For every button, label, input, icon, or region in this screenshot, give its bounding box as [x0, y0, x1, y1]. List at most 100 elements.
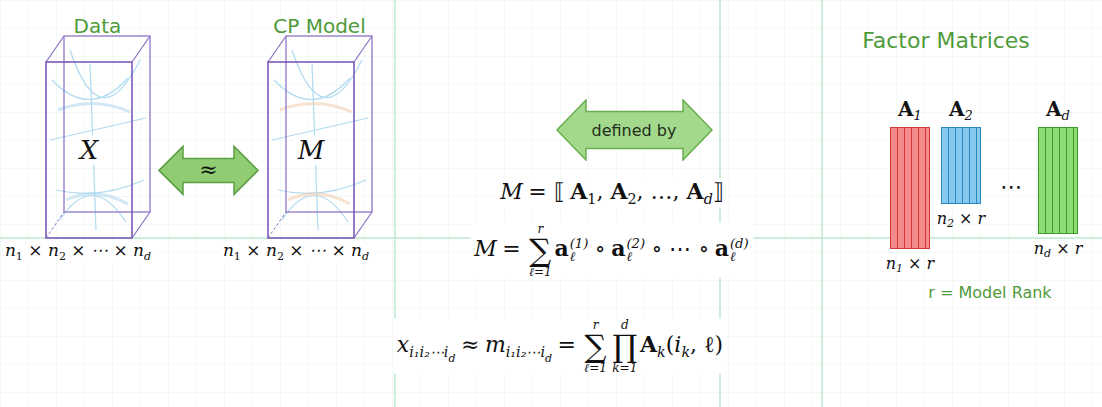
superscript: (1) [570, 236, 589, 250]
math-term: a [611, 235, 625, 261]
subscript: 1 [234, 250, 241, 263]
size-index: 1 [896, 262, 903, 275]
data-cube [46, 36, 150, 238]
upper-limit: d [621, 319, 629, 331]
subscript: d [704, 191, 713, 207]
script-stack: (1)ℓ [570, 236, 589, 264]
subscript: d [144, 250, 151, 263]
subscript: k [681, 344, 690, 360]
matrix-name: A [949, 97, 965, 121]
math-term: M [500, 179, 523, 204]
matrix-heading: A1 [898, 98, 922, 123]
math-term: ∘ [595, 236, 606, 261]
operator-symbol: ∏ [613, 331, 638, 362]
block-arrow-outline [557, 100, 712, 160]
matrix-name: A [1046, 97, 1062, 121]
lower-limit: k=1 [612, 361, 637, 373]
matrix-name: A [898, 97, 914, 121]
math-term: ≈ [461, 332, 479, 357]
math-term: n [5, 240, 16, 260]
math-term: A [687, 178, 704, 204]
matrix-index: 2 [965, 108, 973, 123]
math-term: A [610, 178, 627, 204]
math-term: ⟧ [713, 179, 724, 204]
matrix-size: n1 × r [886, 254, 935, 275]
arrow-text: defined by [592, 121, 677, 140]
factor-matrix: A2n2 × r [937, 98, 986, 230]
math-term: × n [241, 240, 277, 260]
factor-matrix: A1n1 × r [886, 98, 935, 275]
subscript: i₁i₂⋯i [409, 344, 448, 360]
subscript: 2 [627, 191, 636, 207]
block-arrow: defined by [556, 99, 713, 161]
math-term: n [223, 240, 234, 260]
math-term: a [715, 235, 729, 261]
tensor-symbol: M [294, 135, 329, 165]
big-operator: r∑ℓ=1 [529, 223, 552, 278]
subscript: k [657, 344, 666, 360]
math-term: ∘ ⋯ ∘ [652, 236, 710, 261]
size-term: × r [1051, 239, 1082, 258]
matrix-size: nd × r [1034, 239, 1083, 260]
subscript: 1 [587, 191, 596, 207]
script-stack: (d)ℓ [730, 236, 749, 264]
math-term: = [558, 332, 576, 357]
matrix-columns [941, 127, 981, 204]
subscript: 1 [16, 250, 23, 263]
math-term: , [596, 179, 610, 204]
math-term: = ⟦ [528, 179, 564, 204]
math-expression: n1 × n2 × ⋯ × nd [219, 240, 373, 263]
math-expression: xi₁i₂⋯id≈mi₁i₂⋯id=r∑ℓ=1d∏k=1Ak(ik, ℓ) [393, 319, 727, 374]
upper-limit: r [537, 223, 543, 235]
math-term: ( [666, 332, 675, 357]
math-term: M [474, 236, 497, 261]
size-term: n [886, 254, 896, 273]
subscript: d [362, 250, 369, 263]
matrix-index: 1 [914, 108, 922, 123]
subscript: d [448, 352, 455, 365]
tensor-symbol: X [76, 135, 103, 165]
math-term: , ℓ) [690, 332, 723, 357]
math-term: × ⋯ × n [284, 240, 362, 260]
section-title: Factor Matrices [862, 28, 1030, 53]
size-index: 2 [947, 217, 954, 230]
subscript: 2 [277, 250, 284, 263]
tensor-cube: DataX [40, 8, 155, 240]
matrix-heading: Ad [1046, 98, 1070, 123]
edge-label: ≈ [199, 159, 217, 181]
matrix-heading: A2 [949, 98, 973, 123]
node-heading: Data [20, 14, 175, 38]
subscript: i₁i₂⋯i [506, 344, 545, 360]
operator-symbol: ∑ [529, 235, 551, 266]
subscript: d [545, 352, 552, 365]
size-term: × r [954, 209, 985, 228]
upper-limit: r [593, 319, 599, 331]
math-term: × n [23, 240, 59, 260]
tensor-cube: CP ModelM [262, 8, 377, 240]
matrix-columns [890, 127, 930, 249]
lower-limit: ℓ=1 [584, 361, 607, 373]
math-expression: M= ⟦A1, A2, …, Ad⟧ [496, 178, 728, 208]
math-term: a [554, 235, 568, 261]
math-term: = [502, 236, 520, 261]
superscript: (d) [730, 236, 749, 250]
matrix-columns [1038, 127, 1078, 234]
math-term: m [485, 332, 506, 357]
math-expression: n1 × n2 × ⋯ × nd [1, 240, 155, 263]
math-expression: M=r∑ℓ=1a(1)ℓ∘a(2)ℓ∘ ⋯ ∘a(d)ℓ [470, 223, 753, 278]
note-text: r = Model Rank [928, 283, 1051, 302]
superscript: (2) [626, 236, 645, 250]
lower-limit: ℓ=1 [529, 265, 552, 277]
math-term: x [397, 332, 409, 357]
big-operator: r∑ℓ=1 [584, 319, 607, 374]
factor-matrix: Ad nd × r [1034, 98, 1083, 260]
node-heading: CP Model [242, 14, 397, 38]
approx-arrow [159, 146, 258, 194]
size-term: n [1034, 239, 1044, 258]
script-stack: (2)ℓ [626, 236, 645, 264]
big-operator: d∏k=1 [612, 319, 637, 374]
math-term: i [674, 332, 681, 357]
size-term: n [937, 209, 947, 228]
subscript: ℓ [570, 250, 589, 264]
operator-symbol: ∑ [585, 331, 607, 362]
